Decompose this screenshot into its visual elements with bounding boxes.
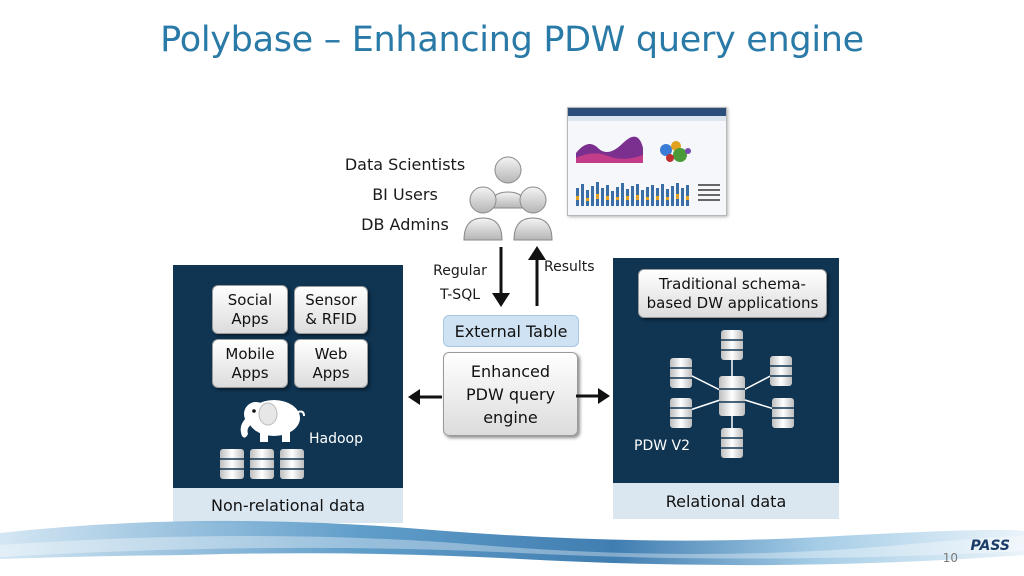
enhanced-pdw-engine-box: Enhanced PDW query engine bbox=[443, 352, 578, 436]
page-number: 10 bbox=[942, 551, 958, 565]
users-label-data-scientists: Data Scientists bbox=[344, 155, 466, 174]
users-group-icon bbox=[462, 152, 554, 244]
hadoop-elephant-icon bbox=[240, 400, 305, 442]
relational-footer: Relational data bbox=[613, 483, 839, 519]
social-apps-box: Social Apps bbox=[212, 285, 288, 334]
page-title: Polybase – Enhancing PDW query engine bbox=[160, 20, 864, 60]
users-label-bi-users: BI Users bbox=[372, 185, 438, 204]
pass-logo: PASS bbox=[970, 538, 1010, 554]
non-relational-footer-label: Non-relational data bbox=[210, 496, 365, 515]
results-label: Results bbox=[544, 259, 595, 275]
external-table-box: External Table bbox=[443, 315, 579, 347]
arrow-up-icon bbox=[528, 246, 546, 306]
hadoop-database-icons bbox=[220, 449, 304, 479]
dashboard-chart-icon bbox=[568, 108, 726, 206]
arrow-left-icon bbox=[408, 389, 442, 405]
relational-footer-label: Relational data bbox=[665, 491, 787, 511]
mobile-apps-box: Mobile Apps bbox=[212, 339, 288, 388]
pdw-v2-label: PDW V2 bbox=[634, 438, 690, 454]
arrow-right-icon bbox=[576, 388, 610, 404]
hadoop-label: Hadoop bbox=[309, 431, 364, 447]
pdw-database-cluster-icon bbox=[670, 330, 794, 458]
users-label-db-admins: DB Admins bbox=[361, 215, 449, 234]
sensor-rfid-box: Sensor & RFID bbox=[294, 286, 368, 334]
arrow-down-icon bbox=[492, 247, 510, 307]
regular-tsql-label: Regular T-SQL bbox=[433, 263, 487, 303]
non-relational-footer: Non-relational data bbox=[173, 488, 403, 523]
web-apps-box: Web Apps bbox=[294, 339, 368, 388]
dashboard-screenshot bbox=[567, 107, 727, 216]
traditional-dw-apps-box: Traditional schema- based DW application… bbox=[638, 269, 827, 318]
decorative-wave-band bbox=[0, 520, 1024, 576]
